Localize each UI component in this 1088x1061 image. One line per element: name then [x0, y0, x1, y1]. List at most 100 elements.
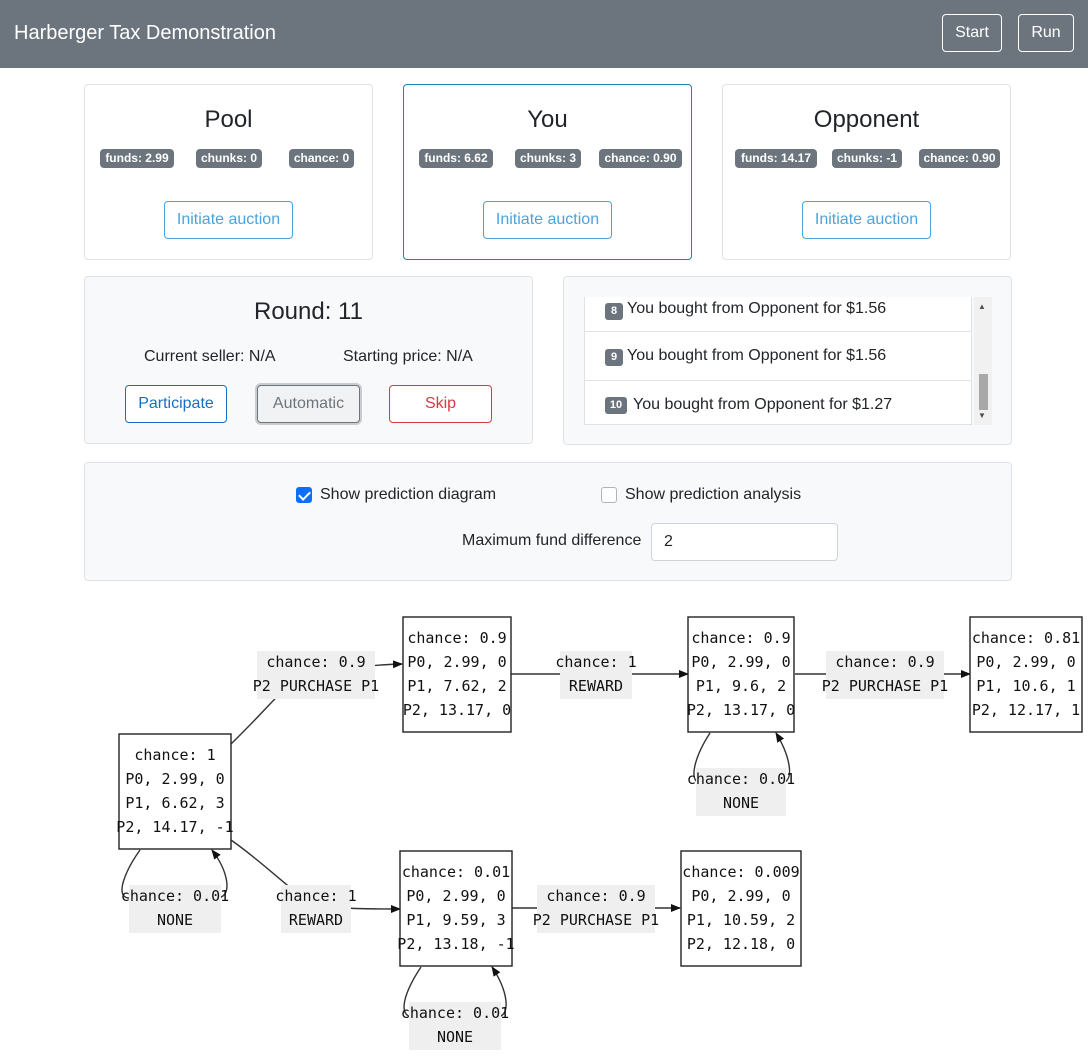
edge-label-bg	[129, 885, 221, 933]
chance-badge: chance: 0.90	[919, 149, 1000, 168]
diagram-node	[118, 733, 232, 850]
chunks-badge: chunks: 3	[515, 149, 581, 168]
node-text: P2, 12.17, 1	[972, 701, 1080, 719]
player-name: You	[527, 106, 568, 133]
scroll-down-icon[interactable]: ▼	[978, 411, 986, 420]
node-text: P0, 2.99, 0	[407, 653, 506, 671]
edge-label-bg	[281, 885, 351, 933]
funds-badge: funds: 14.17	[735, 149, 817, 168]
edge-label: P2 PURCHASE P1	[253, 677, 379, 695]
edge-label: NONE	[157, 911, 193, 929]
show-diagram-checkbox[interactable]	[296, 487, 312, 503]
node-text: P0, 2.99, 0	[691, 653, 790, 671]
max-fund-input[interactable]	[651, 523, 838, 561]
current-seller: Current seller: N/A	[144, 348, 276, 365]
node-text: chance: 0.9	[407, 629, 506, 647]
node-text: P1, 10.6, 1	[976, 677, 1075, 695]
funds-badge: funds: 6.62	[419, 149, 493, 168]
log-text: You bought from Opponent for $1.56	[627, 347, 887, 364]
node-text: P2, 14.17, -1	[116, 818, 233, 836]
edge-label: NONE	[437, 1028, 473, 1046]
starting-price: Starting price: N/A	[343, 348, 473, 365]
max-fund-label: Maximum fund difference	[462, 532, 642, 549]
edge-label-bg	[257, 651, 375, 699]
diagram-node	[680, 850, 802, 967]
log-text: You bought from Opponent for $1.56	[627, 300, 887, 317]
edge-label: chance: 0.9	[546, 887, 645, 905]
log-text: You bought from Opponent for $1.27	[633, 396, 893, 413]
node-text: P2, 13.17, 0	[687, 701, 795, 719]
edge-label: REWARD	[569, 677, 623, 695]
initiate-auction-button[interactable]: Initiate auction	[802, 201, 931, 239]
automatic-button[interactable]: Automatic	[257, 385, 360, 423]
edge-label-bg	[826, 651, 944, 699]
start-button[interactable]: Start	[942, 14, 1002, 52]
log-number-badge: 10	[605, 397, 627, 414]
skip-button[interactable]: Skip	[389, 385, 492, 423]
diagram-node	[399, 850, 513, 967]
list-item: 9 You bought from Opponent for $1.56	[585, 332, 971, 381]
diagram-node	[969, 616, 1083, 733]
scroll-thumb[interactable]	[979, 374, 988, 410]
player-card-pool: Pool funds: 2.99 chunks: 0 chance: 0 Ini…	[84, 84, 373, 260]
round-panel: Round: 11 Current seller: N/A Starting p…	[84, 276, 533, 444]
funds-badge: funds: 2.99	[100, 149, 174, 168]
show-analysis-checkbox[interactable]	[601, 487, 617, 503]
node-text: chance: 0.81	[972, 629, 1080, 647]
node-text: P0, 2.99, 0	[691, 887, 790, 905]
auction-log[interactable]: 8 You bought from Opponent for $1.56 9 Y…	[584, 297, 972, 425]
initiate-auction-button[interactable]: Initiate auction	[164, 201, 293, 239]
edge-label: chance: 0.01	[401, 1004, 509, 1022]
edge-label: chance: 0.01	[687, 770, 795, 788]
chunks-badge: chunks: -1	[832, 149, 902, 168]
node-text: P1, 7.62, 2	[407, 677, 506, 695]
edge-label: chance: 0.9	[266, 653, 365, 671]
log-number-badge: 8	[605, 303, 623, 320]
node-text: P1, 9.6, 2	[696, 677, 786, 695]
list-item: 10 You bought from Opponent for $1.27	[585, 381, 971, 424]
node-text: P0, 2.99, 0	[976, 653, 1075, 671]
log-scrollbar[interactable]: ▲ ▼	[974, 297, 992, 425]
list-item: 8 You bought from Opponent for $1.56	[585, 297, 971, 332]
edge-label: chance: 1	[275, 887, 356, 905]
edge-label-bg	[696, 768, 786, 816]
node-text: P0, 2.99, 0	[125, 770, 224, 788]
navbar: Harberger Tax Demonstration Start Run	[0, 0, 1088, 68]
player-name: Opponent	[813, 106, 920, 133]
edge-label-bg	[409, 1002, 501, 1050]
app-title: Harberger Tax Demonstration	[14, 22, 276, 44]
show-analysis-label: Show prediction analysis	[625, 486, 802, 503]
edge-label-bg	[537, 885, 655, 933]
node-text: P1, 6.62, 3	[125, 794, 224, 812]
diagram-node	[402, 616, 512, 733]
chunks-badge: chunks: 0	[196, 149, 262, 168]
edge-label: REWARD	[289, 911, 343, 929]
edge-label-bg	[560, 651, 632, 699]
node-text: P0, 2.99, 0	[406, 887, 505, 905]
node-text: P2, 12.18, 0	[687, 935, 795, 953]
run-button[interactable]: Run	[1018, 14, 1074, 52]
show-diagram-label: Show prediction diagram	[320, 486, 497, 503]
node-text: P1, 9.59, 3	[406, 911, 505, 929]
diagram-node	[687, 616, 795, 733]
edge-label: chance: 1	[555, 653, 636, 671]
edge-label: P2 PURCHASE P1	[533, 911, 659, 929]
player-name: Pool	[204, 106, 253, 133]
round-title: Round: 11	[254, 298, 363, 325]
node-text: chance: 0.009	[682, 863, 799, 881]
node-text: chance: 1	[134, 746, 215, 764]
log-panel: 8 You bought from Opponent for $1.56 9 Y…	[563, 276, 1012, 445]
prediction-diagram: chance: 0.9 P2 PURCHASE P1 chance: 1 REW…	[116, 616, 1083, 1050]
chance-badge: chance: 0	[289, 149, 354, 168]
node-text: P1, 10.59, 2	[687, 911, 795, 929]
options-panel: Show prediction diagram Show prediction …	[84, 462, 1012, 581]
participate-button[interactable]: Participate	[125, 385, 227, 423]
edge-label: P2 PURCHASE P1	[822, 677, 948, 695]
node-text: P2, 13.17, 0	[403, 701, 511, 719]
scroll-up-icon[interactable]: ▲	[978, 302, 986, 311]
chance-badge: chance: 0.90	[599, 149, 682, 168]
node-text: chance: 0.9	[691, 629, 790, 647]
edge-label: chance: 0.01	[121, 887, 229, 905]
initiate-auction-button[interactable]: Initiate auction	[483, 201, 612, 239]
node-text: P2, 13.18, -1	[397, 935, 514, 953]
